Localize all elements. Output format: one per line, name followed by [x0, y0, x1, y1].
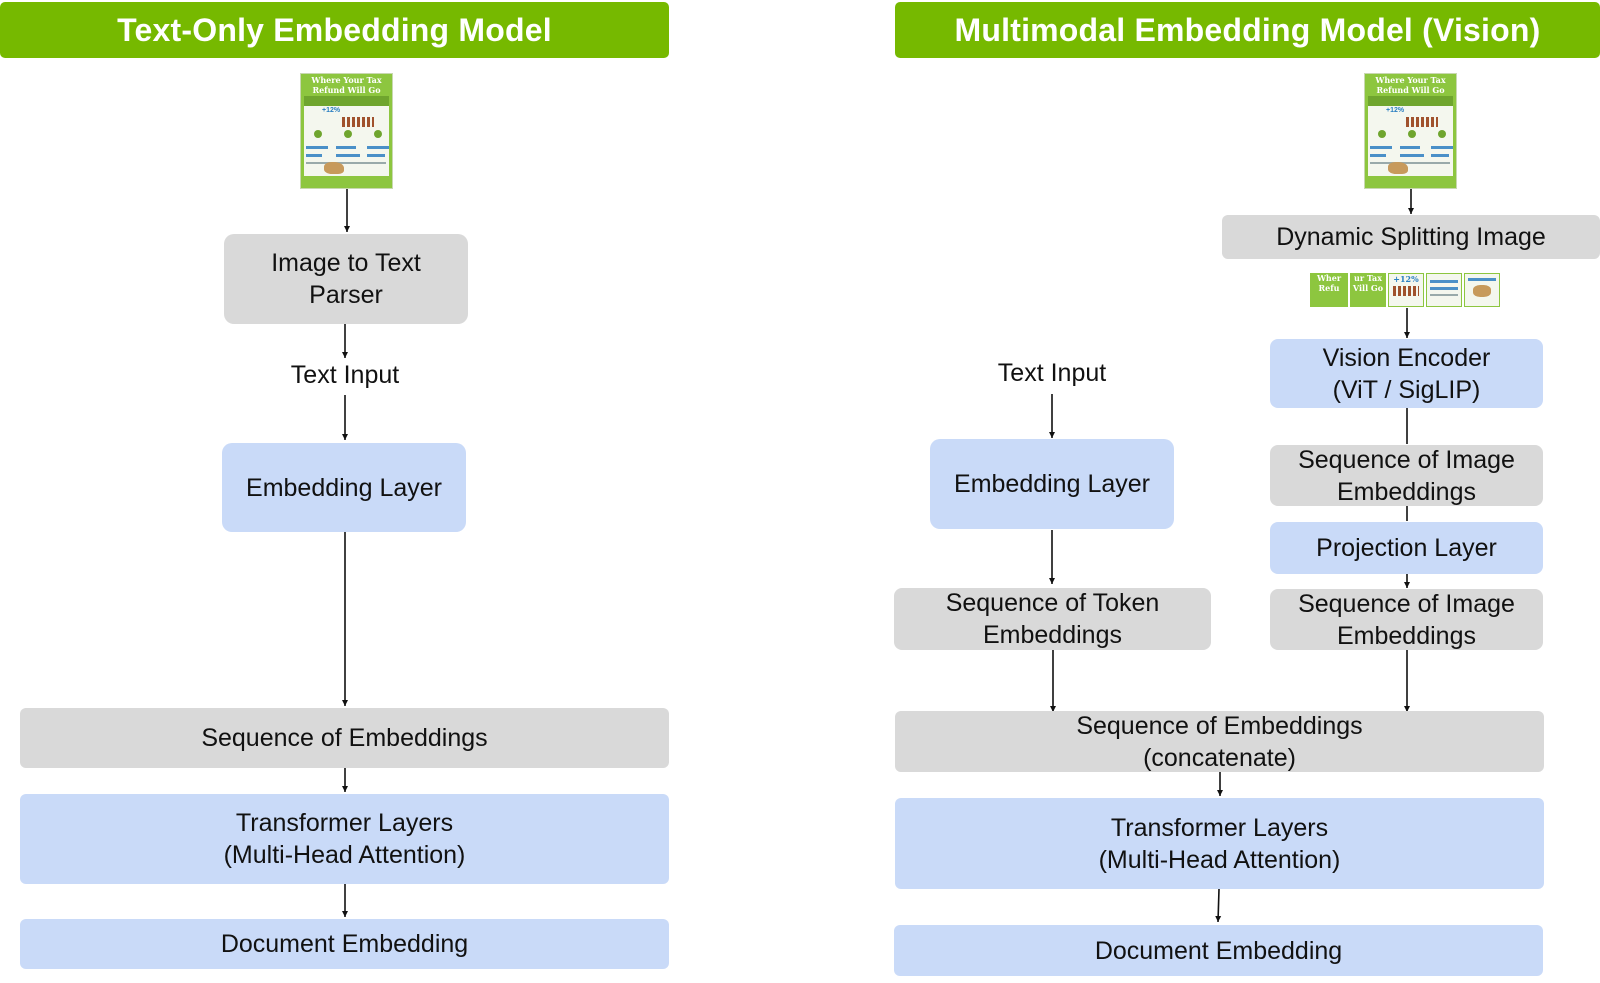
thumb-line — [1400, 146, 1420, 149]
transformer-layers-right: Transformer Layers (Multi-Head Attention… — [895, 798, 1544, 889]
thumb-circle — [344, 130, 352, 138]
thumb-band — [1368, 96, 1453, 108]
transformer-line-1: Transformer Layers — [235, 809, 454, 837]
thumb-circle — [1408, 130, 1416, 138]
tile-text: Refu — [1318, 283, 1340, 293]
image-seq-1-line-2: Embeddings — [1337, 477, 1476, 506]
vision-encoder-line-1: Vision Encoder — [1322, 343, 1491, 372]
image-seq-2-line-2: Embeddings — [1337, 621, 1476, 650]
thumb-panel: +12% — [304, 106, 389, 176]
tile-text: Vill Go — [1352, 283, 1384, 293]
thumb-percent: +12% — [322, 107, 341, 114]
thumb-line — [1431, 154, 1449, 157]
thumb-line — [306, 146, 328, 149]
vision-encoder: Vision Encoder (ViT / SigLIP) — [1270, 339, 1543, 408]
tile-line — [1430, 294, 1458, 296]
thumb-line — [1370, 146, 1392, 149]
tile-text: +12% — [1393, 274, 1419, 284]
projection-layer: Projection Layer — [1270, 522, 1543, 574]
thumb-panel: +12% — [1368, 106, 1453, 176]
tile-figures — [1393, 286, 1419, 296]
thumb-line — [336, 146, 356, 149]
vision-encoder-line-2: (ViT / SigLIP) — [1332, 375, 1481, 404]
thumb-circle — [374, 130, 382, 138]
thumb-circle — [1438, 130, 1446, 138]
parser-line-2: Parser — [309, 281, 383, 309]
split-tile-5 — [1464, 273, 1500, 307]
thumb-line — [1370, 162, 1450, 164]
tile-line — [1468, 278, 1496, 281]
thumb-line — [1400, 154, 1424, 157]
split-tile-3: +12% — [1388, 273, 1424, 307]
transformer-layers-left: Transformer Layers (Multi-Head Attention… — [20, 794, 669, 884]
split-tile-2: ur Tax Vill Go — [1350, 273, 1386, 307]
embedding-layer-left: Embedding Layer — [222, 443, 466, 532]
document-thumbnail-left: Where Your Tax Refund Will Go +12% — [300, 73, 393, 189]
tile-text: ur Tax — [1354, 273, 1382, 283]
document-thumbnail-right: Where Your Tax Refund Will Go +12% — [1364, 73, 1457, 189]
sequence-of-token-embeddings: Sequence of Token Embeddings — [894, 588, 1211, 650]
right-title: Multimodal Embedding Model (Vision) — [895, 2, 1600, 58]
concat-line-2: (concatenate) — [1143, 743, 1296, 772]
thumb-line — [306, 154, 322, 157]
split-tile-4 — [1426, 273, 1462, 307]
thumb-line — [1370, 154, 1386, 157]
arrow-transformer-to-docemb-r — [1215, 888, 1222, 923]
transformer-r-line-2: (Multi-Head Attention) — [1098, 845, 1341, 874]
image-seq-1-line-1: Sequence of Image — [1298, 445, 1515, 474]
text-input-label-right: Text Input — [997, 359, 1107, 387]
thumb-title-2: Refund Will Go — [312, 85, 381, 95]
thumb-map — [1388, 162, 1408, 174]
tile-line — [1430, 280, 1458, 283]
sequence-of-embeddings-concatenate: Sequence of Embeddings (concatenate) — [895, 711, 1544, 772]
thumb-title-1: Where Your Tax — [311, 75, 382, 85]
text-input-label-left: Text Input — [290, 361, 400, 389]
thumb-percent: +12% — [1386, 107, 1405, 114]
document-embedding-right: Document Embedding — [894, 925, 1543, 976]
embedding-layer-right: Embedding Layer — [930, 439, 1174, 529]
tile-text: Wher — [1316, 273, 1342, 283]
thumb-line — [367, 154, 385, 157]
thumb-band — [304, 96, 389, 108]
thumb-line — [336, 154, 360, 157]
concat-line-1: Sequence of Embeddings — [1076, 711, 1363, 740]
thumb-figures — [342, 117, 374, 127]
tile-map — [1473, 285, 1491, 297]
document-embedding-left: Document Embedding — [20, 919, 669, 969]
image-to-text-parser: Image to Text Parser — [224, 234, 468, 324]
thumb-map — [324, 162, 344, 174]
thumb-title-1: Where Your Tax — [1375, 75, 1446, 85]
tile-line — [1430, 287, 1458, 290]
sequence-of-image-embeddings-2: Sequence of Image Embeddings — [1270, 589, 1543, 650]
thumb-line — [1431, 146, 1453, 149]
thumb-line — [367, 146, 389, 149]
token-seq-line-2: Embeddings — [983, 621, 1122, 649]
sequence-of-embeddings-left: Sequence of Embeddings — [20, 708, 669, 768]
thumb-circle — [1378, 130, 1386, 138]
thumb-circle — [314, 130, 322, 138]
thumb-line — [306, 162, 386, 164]
dynamic-splitting-image: Dynamic Splitting Image — [1222, 215, 1600, 259]
parser-line-1: Image to Text — [271, 249, 421, 277]
transformer-r-line-1: Transformer Layers — [1110, 813, 1329, 842]
split-tile-1: Wher Refu — [1310, 273, 1348, 307]
thumb-figures — [1406, 117, 1438, 127]
token-seq-line-1: Sequence of Token — [945, 589, 1160, 617]
transformer-line-2: (Multi-Head Attention) — [223, 841, 466, 869]
image-seq-2-line-1: Sequence of Image — [1298, 589, 1515, 618]
thumb-title-2: Refund Will Go — [1376, 85, 1445, 95]
sequence-of-image-embeddings-1: Sequence of Image Embeddings — [1270, 445, 1543, 506]
left-title: Text-Only Embedding Model — [0, 2, 669, 58]
